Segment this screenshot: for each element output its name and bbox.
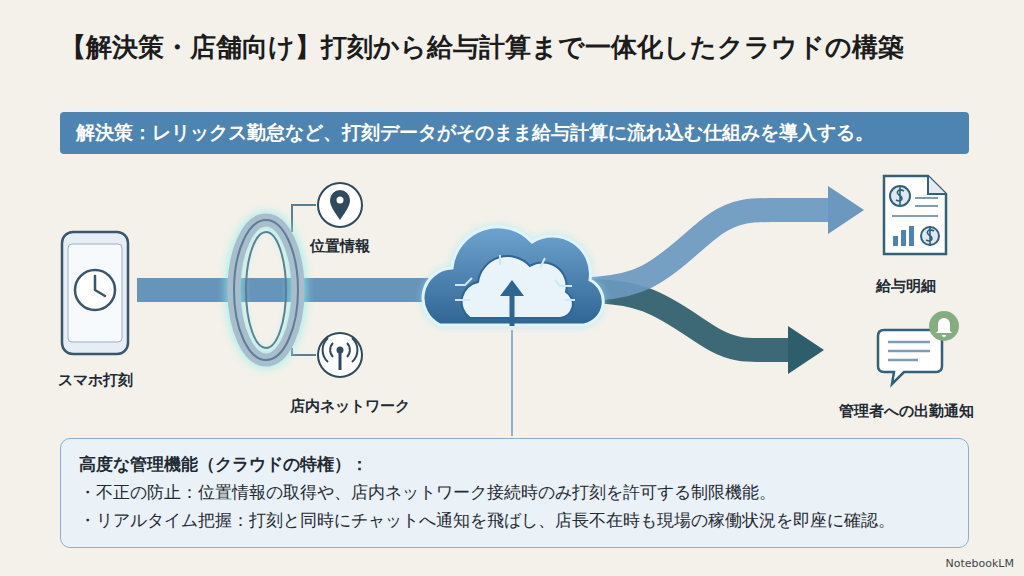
solution-banner: 解決策：レリックス勤怠など、打刻データがそのまま給与計算に流れ込む仕組みを導入す… <box>60 112 969 154</box>
chat-icon <box>878 311 959 384</box>
node-label: 管理者への出勤通知 <box>839 402 974 421</box>
phone-icon <box>95 276 105 296</box>
payslip-icon <box>892 198 938 216</box>
chat-icon <box>878 330 942 384</box>
network-icon <box>318 333 362 377</box>
chat-icon <box>888 342 930 360</box>
phone-icon <box>62 232 128 354</box>
network-icon <box>323 338 358 362</box>
gate-ring <box>234 220 298 360</box>
location-icon <box>318 183 362 227</box>
network-icon <box>318 333 362 377</box>
network-node: 店内ネットワーク <box>280 330 420 416</box>
payslip-icon <box>928 176 946 194</box>
payslip-node: 給与明細 <box>868 172 944 296</box>
node-label: 高度な管理機能（クラウドの特権）： <box>79 451 950 479</box>
location-icon <box>330 190 350 220</box>
leader-line <box>292 348 316 355</box>
bullet-text: ・リアルタイム把握：打刻と同時にチャットへ通知を飛ばし、店長不在時も現場の稼働状… <box>79 507 950 535</box>
phone-icon <box>75 270 115 310</box>
network-icon <box>339 352 342 370</box>
node-label: 店内ネットワーク <box>290 397 410 416</box>
chat-icon <box>936 318 952 337</box>
payslip-icon <box>921 227 939 245</box>
node-label: スマホ打刻 <box>58 371 133 390</box>
notification-node: 管理者への出勤通知 <box>828 315 984 421</box>
title: 【解決策・店舗向け】打刻から給与計算まで一体化したクラウドの構築 <box>60 30 904 65</box>
cloud-icon <box>455 255 575 300</box>
payslip-icon <box>909 226 914 246</box>
cloud-icon <box>423 227 603 325</box>
location-icon <box>337 197 344 204</box>
payslip-icon <box>896 186 904 206</box>
payslip-icon <box>926 226 934 246</box>
network-icon <box>337 347 344 354</box>
node-label: 位置情報 <box>310 237 370 256</box>
payslip-icon <box>884 176 946 254</box>
cloud-icon <box>462 256 573 318</box>
gate-ring <box>234 220 298 360</box>
cloud-icon <box>423 227 603 325</box>
node-label: 給与明細 <box>876 277 936 296</box>
phone-icon <box>62 232 128 354</box>
bullet-text: ・不正の防止：位置情報の取得や、店内ネットワーク接続時のみ打刻を許可する制限機能… <box>79 479 950 507</box>
phone-icon <box>68 244 122 342</box>
gate-ring <box>234 220 298 360</box>
cloud-icon <box>500 280 524 296</box>
cloud-icon <box>423 227 603 326</box>
gate-ring <box>234 220 298 360</box>
feature-panel: 高度な管理機能（クラウドの特権）：・不正の防止：位置情報の取得や、店内ネットワー… <box>60 438 969 548</box>
leader-line <box>511 330 513 436</box>
leader-line <box>292 205 316 232</box>
payslip-icon <box>893 236 898 246</box>
watermark: NotebookLM <box>946 557 1014 570</box>
chat-icon <box>929 311 959 341</box>
location-icon <box>318 183 362 227</box>
location-node: 位置情報 <box>300 180 380 256</box>
phone-node: スマホ打刻 <box>55 230 135 390</box>
payslip-icon <box>901 230 906 246</box>
payslip-icon <box>890 186 910 206</box>
payslip-icon <box>884 176 946 254</box>
gate-ring <box>246 232 286 348</box>
node-label: 解決策：レリックス勤怠など、打刻データがそのまま給与計算に流れ込む仕組みを導入す… <box>76 120 953 146</box>
